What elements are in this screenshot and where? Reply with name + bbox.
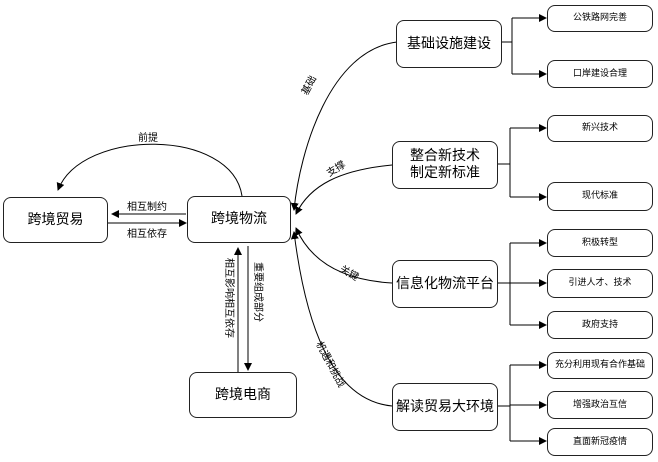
label-mutual-restrict: 相互制约 [127, 202, 167, 213]
leaf-info-3-label: 政府支持 [581, 319, 618, 330]
leaf-info-2-label: 引进人才、技术 [568, 278, 632, 288]
leaf-infra-2-label: 口岸建设合理 [572, 68, 627, 79]
leaf-info-2: 引进人才、技术 [547, 269, 653, 298]
key-curve [295, 227, 393, 284]
label-mutual-depend: 相互依存 [127, 229, 167, 240]
node-ecommerce-label: 跨境电商 [215, 386, 271, 403]
leaf-info-3: 政府支持 [547, 311, 653, 339]
leaf-tech-1: 新兴技术 [547, 115, 653, 142]
premise-arrow [56, 143, 243, 197]
label-premise: 前提 [138, 133, 158, 144]
label-component: 重要组成部分 [252, 262, 263, 322]
node-tech: 整合新技术 制定新标准 [392, 141, 498, 189]
node-trade-label: 跨境贸易 [27, 211, 84, 228]
node-tech-line1: 整合新技术 [410, 148, 480, 164]
basis-curve [290, 41, 398, 211]
node-infra-label: 基础设施建设 [407, 35, 491, 52]
label-interact: 相互影响相互依存 [223, 258, 234, 338]
leaf-env-2-label: 增强政治互信 [572, 399, 627, 410]
node-info-label: 信息化物流平台 [396, 275, 494, 292]
opportunity-curve [290, 231, 393, 407]
leaf-infra-1-label: 公铁路网完善 [572, 13, 627, 23]
node-ecommerce: 跨境电商 [189, 372, 297, 418]
node-trade: 跨境贸易 [3, 197, 108, 243]
leaf-tech-1-label: 新兴技术 [581, 123, 618, 133]
node-env: 解读贸易大环境 [392, 383, 498, 431]
leaf-tech-2: 现代标准 [547, 182, 653, 211]
node-logistics: 跨境物流 [187, 196, 291, 243]
leaf-env-3-label: 直面新冠疫情 [572, 436, 627, 447]
leaf-infra-2: 口岸建设合理 [547, 60, 653, 88]
support-curve [295, 164, 393, 215]
leaf-info-1: 积极转型 [547, 229, 653, 257]
leaf-info-1-label: 积极转型 [581, 237, 618, 248]
node-info: 信息化物流平台 [392, 260, 498, 308]
node-infra: 基础设施建设 [396, 20, 502, 68]
leaf-env-1-label: 充分利用现有合作基础 [554, 360, 645, 370]
leaf-env-3: 直面新冠疫情 [547, 428, 653, 456]
leaf-env-2: 增强政治互信 [547, 391, 653, 419]
node-tech-line2: 制定新标准 [410, 165, 480, 181]
leaf-tech-2-label: 现代标准 [581, 191, 618, 201]
node-env-label: 解读贸易大环境 [396, 398, 494, 415]
leaf-infra-1: 公铁路网完善 [547, 5, 653, 32]
leaf-env-1: 充分利用现有合作基础 [547, 352, 653, 379]
node-logistics-label: 跨境物流 [211, 211, 267, 227]
